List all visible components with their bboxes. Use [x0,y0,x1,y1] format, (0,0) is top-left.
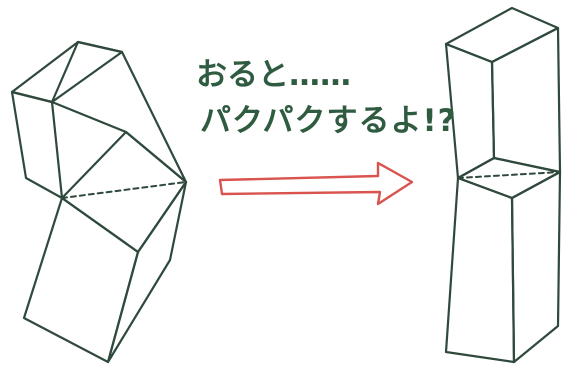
bent-block-upper-front [10,90,64,200]
bent-block-lower-front [22,196,140,364]
fold-crease-line [61,181,187,199]
column-lower-side [510,170,562,364]
caption-line-2: パクパクするよ!? [200,103,457,139]
caption-line-1: おると…… [196,57,351,93]
middle-crease-line [457,171,561,179]
column-upper-side [490,26,562,174]
bent-block-lower-side [106,180,188,364]
fold-diamond [60,130,188,254]
bent-block-upper-side [50,40,188,184]
straight-column-figure [444,6,562,364]
bent-block-figure [10,40,188,364]
column-lower-front [444,176,516,364]
transition-arrow [218,161,414,206]
bent-block-top-face [10,40,124,104]
middle-diamond [456,156,562,200]
column-top-face [444,6,560,64]
